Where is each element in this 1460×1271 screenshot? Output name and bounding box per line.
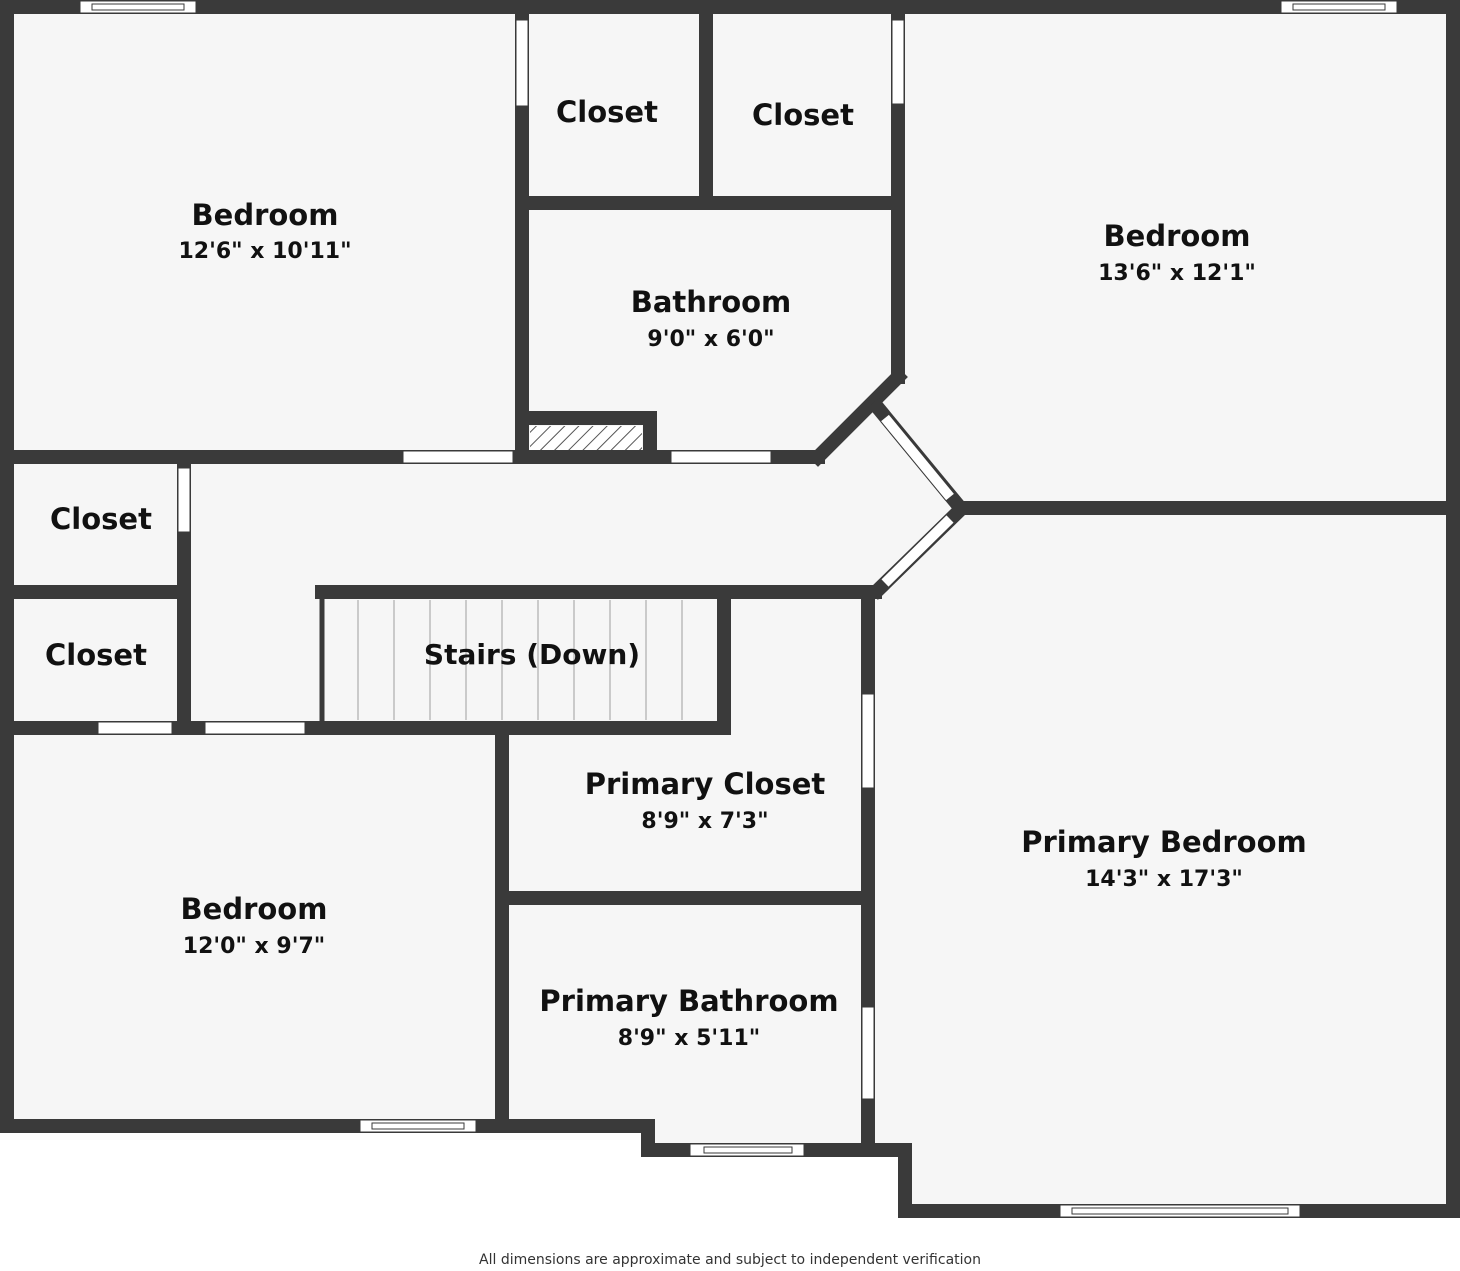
- window-bottom-middle: [689, 1143, 805, 1157]
- bathroom-dims: 9'0" x 6'0": [647, 327, 774, 352]
- window-top-left: [79, 0, 197, 14]
- bedroom-nw-dims: 12'6" x 10'11": [178, 239, 351, 264]
- primary-bedroom-dims: 14'3" x 17'3": [1085, 867, 1243, 892]
- bedroom-sw-dims: 12'0" x 9'7": [183, 934, 325, 959]
- primary-closet-name: Primary Closet: [585, 767, 826, 801]
- bedroom-sw-name: Bedroom: [181, 892, 328, 926]
- windows: [79, 0, 1398, 1218]
- window-bottom-right: [1059, 1204, 1301, 1218]
- diagonal-doors: [880, 414, 955, 588]
- window-bottom-left: [359, 1119, 477, 1133]
- bedroom-ne-name: Bedroom: [1104, 219, 1251, 253]
- closet-top-1-name: Closet: [556, 95, 658, 129]
- walls: [0, 0, 1460, 1218]
- window-top-right: [1280, 0, 1398, 14]
- primary-bathroom-dims: 8'9" x 5'11": [618, 1026, 760, 1051]
- bedroom-nw-name: Bedroom: [192, 198, 339, 232]
- stairs-name: Stairs (Down): [424, 638, 640, 671]
- bedroom-ne-dims: 13'6" x 12'1": [1098, 261, 1256, 286]
- closet-left-1-name: Closet: [50, 502, 152, 536]
- hatched-chase: [530, 426, 642, 450]
- closet-left-2-name: Closet: [45, 638, 147, 672]
- disclaimer-text: All dimensions are approximate and subje…: [479, 1252, 981, 1268]
- primary-bedroom-name: Primary Bedroom: [1021, 825, 1306, 859]
- primary-bathroom-name: Primary Bathroom: [539, 984, 838, 1018]
- bathroom-name: Bathroom: [631, 285, 792, 319]
- closet-top-2-name: Closet: [752, 98, 854, 132]
- openings: [97, 19, 905, 1100]
- primary-closet-dims: 8'9" x 7'3": [641, 809, 768, 834]
- stair-treads: [357, 600, 683, 720]
